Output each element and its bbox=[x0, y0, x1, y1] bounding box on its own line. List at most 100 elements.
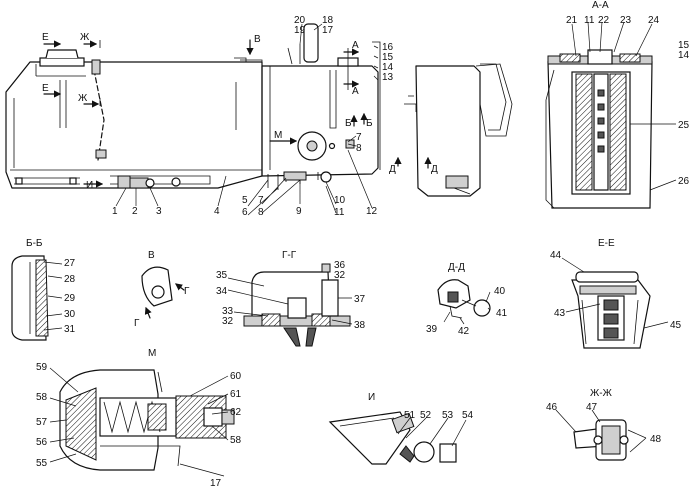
mark-I: И bbox=[86, 180, 93, 191]
callout-17: 17 bbox=[322, 25, 334, 36]
title-section-BB: Б-Б bbox=[26, 238, 43, 249]
callout-3: 3 bbox=[156, 206, 162, 217]
callout-25: 25 bbox=[678, 120, 690, 131]
callout-51: 51 bbox=[404, 410, 416, 421]
main-tank-view bbox=[5, 40, 263, 189]
callout-53: 53 bbox=[442, 410, 454, 421]
title-section-EE: Е-Е bbox=[598, 238, 615, 249]
mark-A-bottom: А bbox=[352, 86, 359, 97]
callout-46: 46 bbox=[546, 402, 558, 413]
mark-Zh-top: Ж bbox=[80, 32, 90, 43]
mark-E-bottom: Е bbox=[42, 83, 49, 94]
callout-8: 8 bbox=[258, 207, 264, 218]
callout-9: 9 bbox=[296, 206, 302, 217]
callout-31: 31 bbox=[64, 324, 76, 335]
callout-62: 62 bbox=[230, 407, 242, 418]
section-DD bbox=[437, 279, 491, 319]
leader-lines bbox=[43, 21, 677, 477]
title-section-DD: Д-Д bbox=[448, 262, 465, 273]
callout-1: 1 bbox=[112, 206, 118, 217]
callout-23: 23 bbox=[620, 15, 632, 26]
callout-24: 24 bbox=[648, 15, 660, 26]
mark-B-right: Б bbox=[366, 118, 373, 129]
mark-M: М bbox=[274, 130, 282, 141]
callout-22: 22 bbox=[598, 15, 610, 26]
callout-54: 54 bbox=[462, 410, 474, 421]
callout-60: 60 bbox=[230, 371, 242, 382]
tank-right-section bbox=[246, 23, 381, 190]
mark-D-left: Д bbox=[389, 164, 396, 175]
callout-11: 11 bbox=[334, 207, 345, 218]
title-section-GG: Г-Г bbox=[282, 250, 297, 261]
callout-59: 59 bbox=[36, 362, 48, 373]
mark-D-right: Д bbox=[431, 164, 438, 175]
callout-6: 6 bbox=[242, 207, 248, 218]
mark-B-left: Б bbox=[345, 118, 352, 129]
callout-2: 2 bbox=[132, 206, 138, 217]
callout-32b: 32 bbox=[334, 270, 346, 281]
callout-34: 34 bbox=[216, 286, 228, 297]
callout-32: 32 bbox=[222, 316, 234, 327]
callout-47: 47 bbox=[586, 402, 598, 413]
callout-55: 55 bbox=[36, 458, 48, 469]
title-view-V: В bbox=[148, 250, 155, 261]
callout-7: 7 bbox=[258, 195, 264, 206]
section-ZhZh bbox=[573, 419, 629, 461]
callout-39: 39 bbox=[426, 324, 438, 335]
section-mark-letters: Е Е Ж Ж И В А А Б Б М Д Д Г Г bbox=[42, 32, 438, 329]
callout-17b: 17 bbox=[210, 478, 222, 489]
callout-15: 15 bbox=[382, 52, 394, 63]
callout-20: 20 bbox=[294, 15, 306, 26]
callout-26: 26 bbox=[678, 176, 690, 187]
callout-19: 19 bbox=[294, 25, 306, 36]
callout-5: 5 bbox=[242, 195, 248, 206]
callout-10: 10 bbox=[334, 195, 346, 206]
mark-G-right: Г bbox=[184, 286, 190, 297]
section-GG bbox=[243, 263, 351, 347]
callout-61: 61 bbox=[230, 389, 242, 400]
callout-41: 41 bbox=[496, 308, 508, 319]
callout-11b: 11 bbox=[584, 15, 595, 26]
callout-28: 28 bbox=[64, 274, 76, 285]
callout-8b: 8 bbox=[356, 143, 362, 154]
mark-E-top: Е bbox=[42, 32, 49, 43]
section-EE bbox=[571, 271, 651, 349]
callout-21: 21 bbox=[566, 15, 578, 26]
callout-4: 4 bbox=[214, 206, 220, 217]
callout-16: 16 bbox=[382, 42, 394, 53]
callout-35: 35 bbox=[216, 270, 228, 281]
callout-40: 40 bbox=[494, 286, 506, 297]
callout-7b: 7 bbox=[356, 132, 362, 143]
callout-29: 29 bbox=[64, 293, 76, 304]
callout-37: 37 bbox=[354, 294, 366, 305]
title-section-ZhZh: Ж-Ж bbox=[590, 388, 613, 399]
title-detail-M: М bbox=[148, 348, 156, 359]
title-section-AA: А-А bbox=[592, 0, 609, 11]
mark-Zh-bottom: Ж bbox=[78, 93, 88, 104]
tank-end-view bbox=[394, 63, 513, 197]
callout-18: 18 bbox=[322, 15, 334, 26]
callout-33: 33 bbox=[222, 306, 234, 317]
mark-V: В bbox=[254, 34, 261, 45]
callout-48: 48 bbox=[650, 434, 662, 445]
callout-27: 27 bbox=[64, 258, 76, 269]
mark-G-left: Г bbox=[134, 318, 140, 329]
callout-52: 52 bbox=[420, 410, 432, 421]
callout-44: 44 bbox=[550, 250, 562, 261]
callout-labels: 1 2 3 4 5 6 7 8 9 10 11 12 13 14 15 16 1… bbox=[36, 15, 690, 489]
detail-M bbox=[59, 369, 235, 471]
callout-30: 30 bbox=[64, 309, 76, 320]
mark-A-top: А bbox=[352, 40, 359, 51]
callout-14b: 14 bbox=[678, 50, 690, 61]
callout-45: 45 bbox=[670, 320, 682, 331]
callout-42: 42 bbox=[458, 326, 470, 337]
section-BB bbox=[11, 255, 49, 341]
callout-36: 36 bbox=[334, 260, 346, 271]
callout-57: 57 bbox=[36, 417, 48, 428]
callout-58b: 58 bbox=[230, 435, 242, 446]
callout-43: 43 bbox=[554, 308, 566, 319]
section-AA bbox=[545, 49, 653, 209]
callout-12: 12 bbox=[366, 206, 378, 217]
callout-13: 13 bbox=[382, 72, 394, 83]
